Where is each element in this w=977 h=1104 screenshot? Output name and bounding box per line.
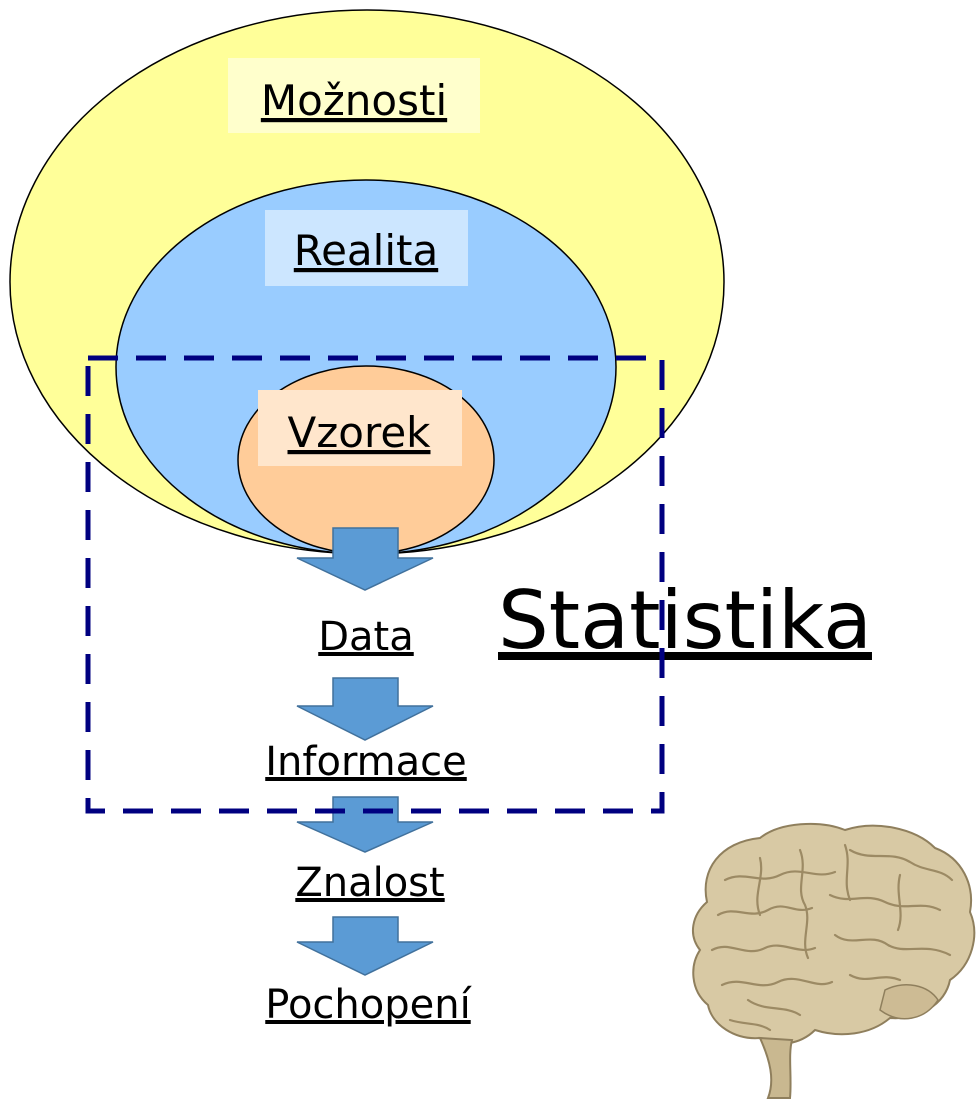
flow-step-data: Data (318, 614, 414, 660)
flow-step-understanding: Pochopení (265, 982, 472, 1028)
flow-arrow-3 (296, 796, 434, 853)
statistics-dashed-frame (85, 355, 665, 814)
flow-step-information: Informace (265, 739, 467, 785)
flow-arrow-4 (296, 916, 434, 976)
brain-icon (691, 822, 976, 1099)
sample-label-bg (258, 390, 462, 466)
reality-label: Realita (294, 226, 438, 275)
flow-step-knowledge: Znalost (295, 860, 444, 906)
reality-label-bg (265, 210, 468, 286)
flow-arrow-1 (296, 527, 434, 591)
possibilities-label: Možnosti (261, 76, 447, 125)
sample-label: Vzorek (288, 408, 432, 457)
statistics-label: Statistika (498, 574, 872, 667)
flow-arrow-2 (296, 677, 434, 741)
possibilities-label-bg (228, 58, 480, 133)
